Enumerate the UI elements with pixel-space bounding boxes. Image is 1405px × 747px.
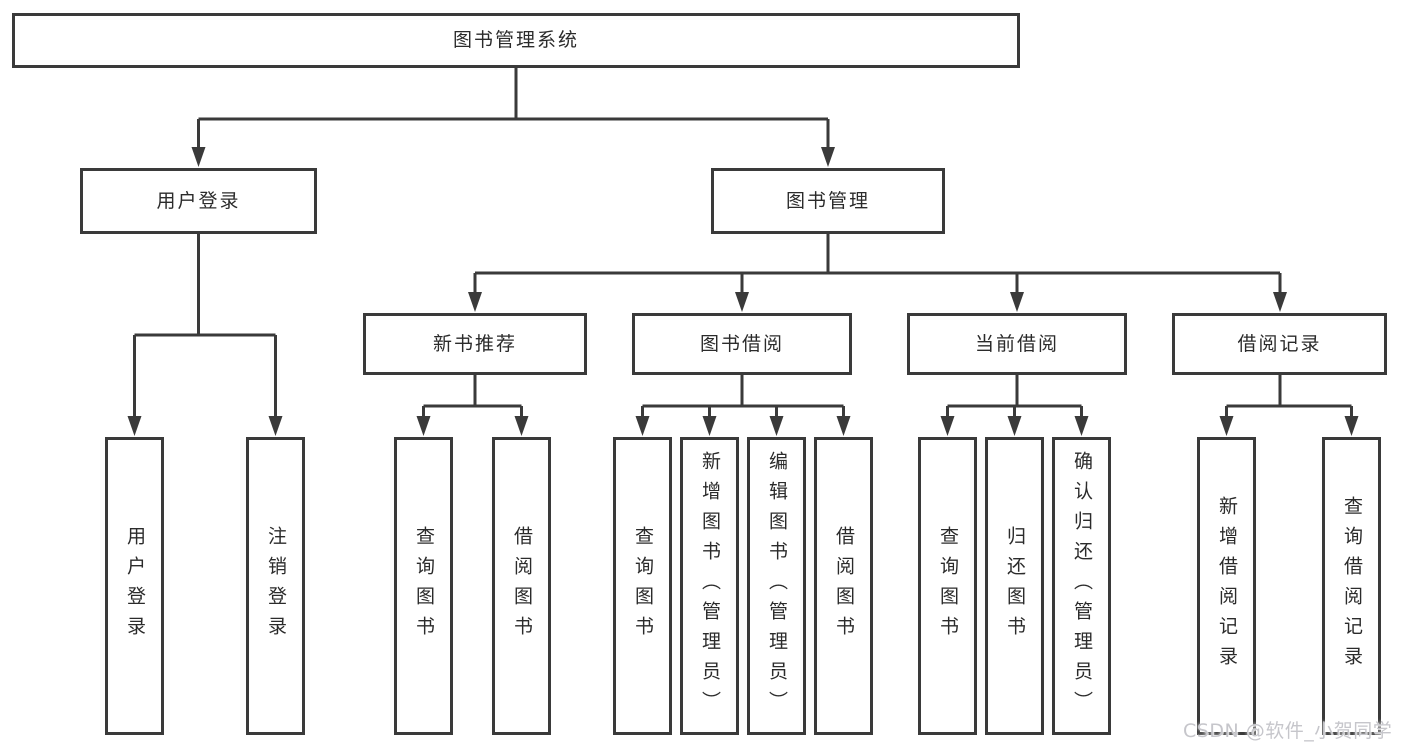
leaf-query-books-current: 查询图书 (918, 437, 977, 735)
csdn-watermark: CSDN @软件_小贺同学 (1183, 720, 1393, 742)
leaf-query-books-recommend: 查询图书 (394, 437, 453, 735)
leaf-add-borrow-record: 新增借阅记录 (1197, 437, 1256, 735)
connector-bookmgmt-to-level3 (473, 234, 1282, 294)
leaf-borrow-books-recommend: 借阅图书 (492, 437, 551, 735)
leaf-logout: 注销登录 (246, 437, 305, 735)
node-book-borrow: 图书借阅 (632, 313, 852, 375)
leaf-borrow-books: 借阅图书 (814, 437, 873, 735)
leaf-confirm-return-admin: 确认归还（管理员） (1052, 437, 1111, 735)
leaf-user-login: 用户登录 (105, 437, 164, 735)
node-book-management: 图书管理 (711, 168, 945, 234)
leaf-edit-books-admin: 编辑图书（管理员） (747, 437, 806, 735)
leaf-query-borrow-record: 查询借阅记录 (1322, 437, 1381, 735)
node-root-library-system: 图书管理系统 (12, 13, 1020, 68)
leaf-return-books: 归还图书 (985, 437, 1044, 735)
leaf-query-books-borrow: 查询图书 (613, 437, 672, 735)
connector-bookborrow-children (641, 375, 845, 419)
node-new-book-recommend: 新书推荐 (363, 313, 587, 375)
leaf-add-books-admin: 新增图书（管理员） (680, 437, 739, 735)
node-current-borrow: 当前借阅 (907, 313, 1127, 375)
connector-root-to-level2 (197, 68, 830, 150)
connector-newbook-children (422, 375, 523, 419)
node-borrow-records: 借阅记录 (1172, 313, 1387, 375)
connector-currentborrow-children (946, 375, 1083, 419)
arrowhead-icons (127, 147, 1359, 436)
connector-userlogin-children (133, 234, 277, 419)
node-user-login: 用户登录 (80, 168, 317, 234)
connector-records-children (1225, 375, 1353, 419)
